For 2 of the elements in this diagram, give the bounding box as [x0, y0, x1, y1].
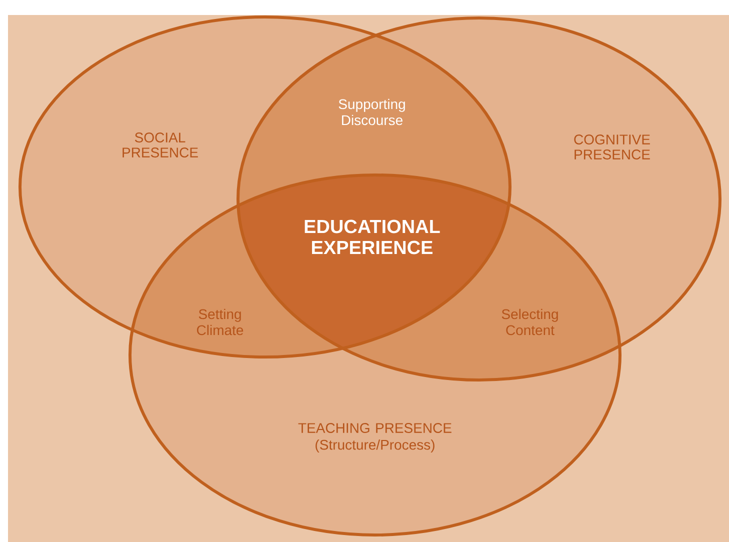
title-label: EDUCATIONAL EXPERIENCE — [304, 220, 440, 254]
overlap-label: Supporting Discourse — [338, 98, 405, 126]
